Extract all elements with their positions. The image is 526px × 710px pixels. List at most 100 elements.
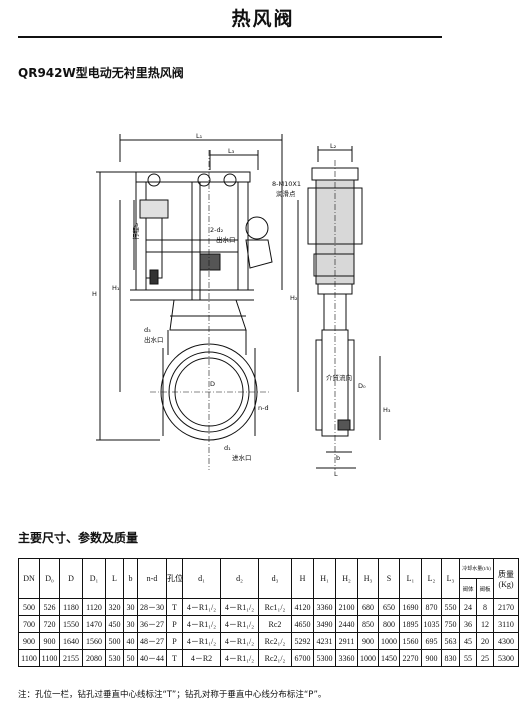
table-cell: P [166,615,183,633]
col-h2: H₂ [335,558,358,599]
col-l: L [105,558,124,599]
table-cell: 2080 [82,649,106,667]
table-cell: 720 [39,615,60,633]
table-cell: 40－44 [137,649,167,667]
table-cell: 2100 [335,598,358,616]
col-d: D [59,558,83,599]
page-title: 热风阀 [231,8,295,30]
table-cell: 1895 [399,615,422,633]
table-cell: 28－30 [137,598,167,616]
table-cell: 500 [105,632,124,650]
col-d2-small: d₂ [220,558,259,599]
model-title: QR942W型电动无衬里热风阀 [18,66,184,80]
table-cell: 1180 [59,598,83,616]
table-cell: 900 [421,649,442,667]
col-water: 冷却水量(t/h) [458,558,495,579]
table-cell: 45 [459,632,477,650]
table-cell: 1640 [59,632,83,650]
table-cell: 1000 [357,649,379,667]
table-cell: 8 [475,598,495,616]
col-h: H [291,558,314,599]
table-cell: 5300 [313,649,336,667]
table-cell: 530 [105,649,124,667]
col-d1-big: D₁ [82,558,106,599]
table-cell: 850 [357,615,379,633]
table-cell: T [166,598,183,616]
col-l1: L₁ [399,558,422,599]
label-lube: 润滑点 [276,189,296,198]
col-mass-unit: (Kg) [498,579,514,589]
table-cell: 1450 [378,649,400,667]
col-water-body: 阀体 [459,578,477,599]
table-cell: 4－R1₁/₂ [220,615,259,633]
table-cell: 4－R1₁/₂ [220,649,259,667]
table-cell: 800 [378,615,400,633]
label-h: H [92,290,97,298]
header-divider [18,36,442,38]
table-cell: 4231 [313,632,336,650]
table-cell: 1100 [18,649,40,667]
table-cell: 4－R1₁/₂ [220,632,259,650]
table-cell: 1000 [378,632,400,650]
table-cell: 12 [475,615,495,633]
table-cell: 526 [39,598,60,616]
label-l: L [334,470,338,478]
table-cell: 5300 [493,649,520,667]
label-d-center: D [210,380,215,388]
table-cell: Rc2₁/₂ [258,632,292,650]
table-cell: 3490 [313,615,336,633]
table-cell: 2270 [399,649,422,667]
label-h1: H₁ [112,284,120,292]
table-cell: 55 [459,649,477,667]
col-d0: D₀ [39,558,60,599]
table-cell: 1470 [82,615,106,633]
table-cell: 830 [441,649,460,667]
col-dn: DN [18,558,40,599]
label-l2: L₂ [330,142,337,150]
table-cell: 695 [421,632,442,650]
col-nd: n-d [137,558,167,599]
table-cell: 563 [441,632,460,650]
table-cell: 4120 [291,598,314,616]
table-cell: P [166,632,183,650]
table-cell: 50 [123,649,138,667]
table-cell: 900 [18,632,40,650]
col-water-plate: 阀板 [475,578,495,599]
table-cell: 1120 [82,598,106,616]
col-b: b [123,558,138,599]
table-cell: 700 [18,615,40,633]
col-h3: H₃ [357,558,379,599]
col-pos: 孔位 [166,558,183,599]
table-cell: 25 [475,649,495,667]
table-cell: 1100 [39,649,60,667]
label-l3: L₃ [228,147,235,155]
table-cell: 1550 [59,615,83,633]
section-title: 主要尺寸、参数及质量 [18,531,139,545]
label-flow: 介質流向 [326,373,352,382]
table-cell: 36－27 [137,615,167,633]
table-cell: 1035 [421,615,442,633]
col-l3: L₃ [441,558,460,599]
table-cell: 500 [18,598,40,616]
table-cell: 24 [459,598,477,616]
col-d1-small: d₁ [182,558,221,599]
table-cell: 2170 [493,598,520,616]
table-cell: 20 [475,632,495,650]
table-cell: 870 [421,598,442,616]
table-cell: 6700 [291,649,314,667]
table-cell: 3360 [313,598,336,616]
table-cell: 1560 [399,632,422,650]
label-d0: D₀ [358,382,366,390]
label-inlet: 进水口 [232,453,252,462]
table-cell: 750 [441,615,460,633]
table-cell: 900 [357,632,379,650]
table-cell: T [166,649,183,667]
table-cell: 30 [123,598,138,616]
table-cell: 450 [105,615,124,633]
table-cell: 4－R2 [182,649,221,667]
table-cell: 4－R1₁/₂ [182,632,221,650]
